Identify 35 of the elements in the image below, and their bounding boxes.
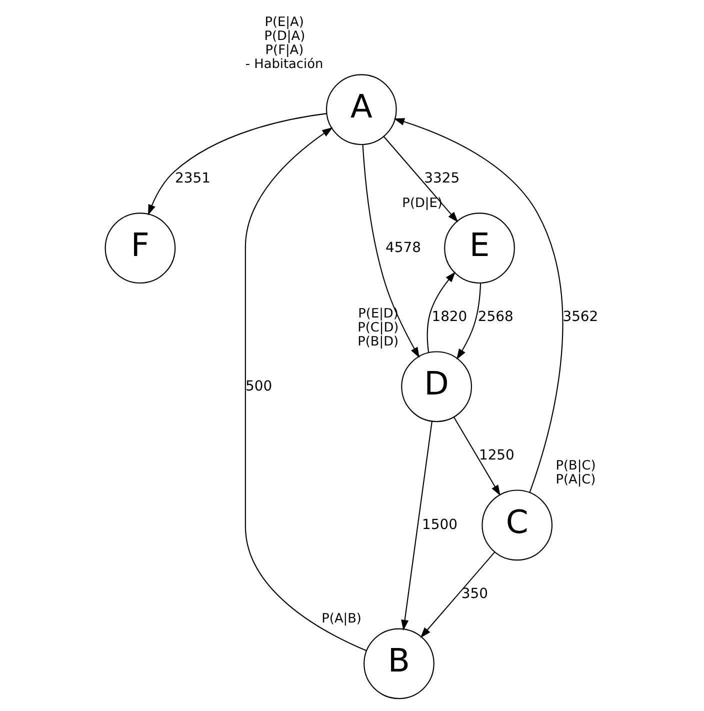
arrow [383,136,458,222]
node-label: P(F|A) [265,42,304,58]
edge-label: 2351 [175,170,211,187]
edge-label: 2568 [478,309,514,326]
node-label: P(D|A) [264,28,306,44]
edge-label: 3562 [562,309,598,326]
node-circle: D [401,351,472,422]
node-label: P(E|D) [358,306,398,322]
node-label: P(D|E) [402,196,442,211]
node-label: - Habitación [245,56,324,72]
edge-label: 1820 [432,309,468,326]
node-circle: A [326,74,397,146]
node-label: P(E|A) [264,14,304,30]
node-label: P(A|C) [556,472,596,488]
edge-label: 500 [246,378,272,394]
edge-label: 1500 [422,516,458,533]
arrow [453,416,500,496]
node-label: P(B|C) [556,458,596,474]
edge-label: 4578 [386,240,422,256]
arrow [148,113,327,216]
arrow [244,127,367,652]
node-label: P(C|D) [358,320,399,336]
node-circle: F [104,212,176,284]
edge-label: 3325 [424,170,460,187]
edge-label: 350 [461,586,488,602]
arrow [456,283,482,360]
node-circle: C [482,490,553,561]
arrow [426,272,456,352]
edge-label: 1250 [478,448,514,464]
arrow [401,421,432,631]
node-label: P(A|B) [322,611,362,626]
arrow [420,552,495,638]
arrow [394,118,564,493]
node-label: P(B|D) [358,334,399,350]
arrow [362,144,420,358]
